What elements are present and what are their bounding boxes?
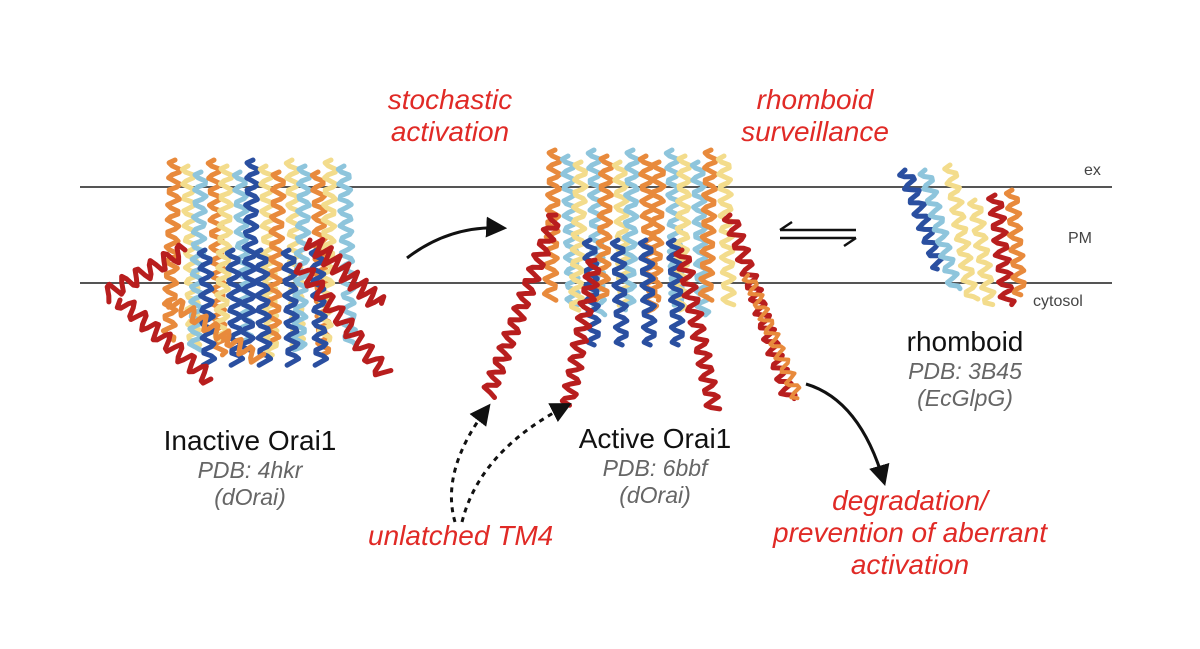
rhomboid-caption: rhomboid PDB: 3B45 (EcGlpG) — [890, 326, 1040, 411]
degradation-label: degradation/ prevention of aberrant acti… — [745, 485, 1075, 582]
rhomboid-organism: (EcGlpG) — [917, 384, 1013, 411]
helix-ribbon — [986, 192, 1017, 308]
degradation-line2: prevention of aberrant — [773, 517, 1047, 549]
helix-ribbon — [166, 297, 267, 365]
helix-ribbon — [665, 237, 686, 348]
helix-ribbon — [715, 153, 737, 308]
helix-ribbon — [252, 247, 274, 368]
helix-ribbon — [335, 163, 359, 348]
helix-ribbon — [609, 237, 630, 348]
stochastic-line2: activation — [390, 116, 510, 148]
unlatched-arrow-left — [449, 403, 491, 523]
rhomboid-structure — [897, 162, 1027, 308]
active-orai1-structure — [481, 147, 802, 412]
helix-ribbon — [265, 169, 287, 343]
helix-ribbon — [672, 153, 693, 313]
helix-ribbon — [637, 237, 658, 348]
helix-ribbon — [196, 247, 218, 368]
helix-ribbon — [593, 153, 615, 303]
helix-ribbon — [917, 167, 963, 292]
helix-ribbon — [741, 273, 802, 401]
degradation-line1: degradation/ — [832, 485, 988, 516]
helix-ribbon — [179, 163, 203, 348]
helix-ribbon — [212, 163, 235, 343]
inactive-orai1-name: Inactive Orai1 — [163, 425, 337, 456]
helix-ribbon — [1003, 187, 1027, 298]
helix-ribbon — [293, 262, 394, 378]
inactive-orai1-organism: (dOrai) — [214, 483, 286, 510]
helix-ribbon — [619, 147, 641, 313]
helix-ribbon — [942, 162, 981, 302]
inactive-orai1-caption: Inactive Orai1 PDB: 4hkr (dOrai) — [140, 425, 360, 510]
helix-ribbon — [697, 147, 719, 303]
helix-ribbon — [114, 297, 214, 386]
helix-ribbon — [303, 237, 387, 308]
active-orai1-pdb: PDB: 6bbf — [602, 455, 708, 482]
active-orai1-name: Active Orai1 — [578, 423, 732, 454]
rhomboid-surveillance-line2: surveillance — [741, 116, 889, 148]
active-orai1-organism: (dOrai) — [619, 481, 691, 508]
helix-ribbon — [689, 159, 712, 318]
unlatched-tm4-label: unlatched TM4 — [368, 520, 554, 551]
inactive-orai1-pdb: PDB: 4hkr — [197, 457, 303, 484]
rhomboid-name: rhomboid — [906, 326, 1024, 357]
helix-ribbon — [541, 147, 563, 303]
active-orai1-caption: Active Orai1 PDB: 6bbf (dOrai) — [555, 423, 755, 508]
rhomboid-pdb: PDB: 3B45 — [908, 358, 1022, 385]
helix-ribbon — [481, 212, 561, 400]
helix-ribbon — [967, 197, 997, 308]
helix-ribbon — [104, 242, 188, 305]
stochastic-activation-label: stochastic activation — [360, 84, 540, 148]
inactive-orai1-structure — [104, 157, 394, 386]
membrane-cytosol-label: cytosol — [1033, 293, 1083, 310]
equilibrium-harpoons-icon — [779, 220, 857, 248]
helix-ribbon — [568, 159, 589, 313]
helix-ribbon — [559, 257, 602, 408]
helix-ribbon — [673, 247, 723, 412]
membrane-ex-label: ex — [1084, 162, 1101, 179]
activation-arrow — [406, 216, 508, 260]
helix-ribbon — [280, 247, 302, 368]
membrane-pm-label: PM — [1068, 230, 1092, 247]
rhomboid-surveillance-label: rhomboid surveillance — [715, 84, 915, 148]
stochastic-line1: stochastic — [387, 84, 513, 115]
degradation-arrow — [805, 382, 890, 487]
helix-ribbon — [291, 163, 313, 353]
rhomboid-surveillance-line1: rhomboid — [756, 84, 874, 115]
helix-ribbon — [897, 167, 946, 272]
degradation-line3: activation — [850, 549, 970, 581]
unlatched-arrow-right — [460, 403, 572, 523]
helix-ribbon — [160, 157, 183, 343]
